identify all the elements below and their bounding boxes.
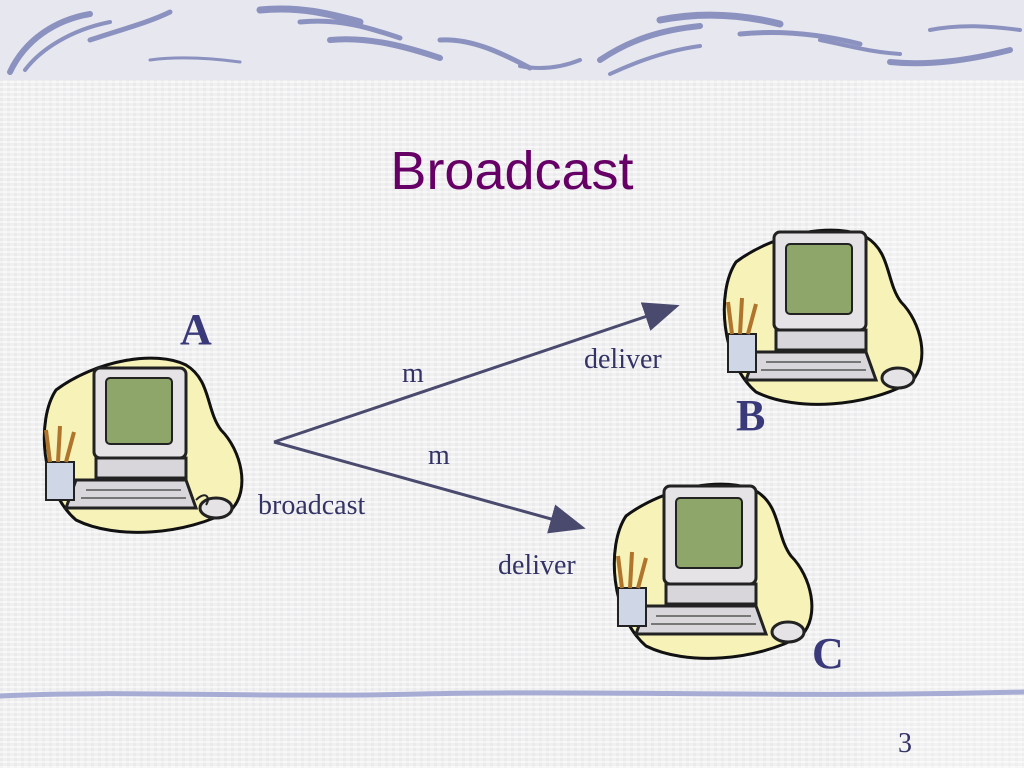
computer-a [36, 350, 246, 545]
slide-title: Broadcast [390, 141, 634, 201]
page-number: 3 [898, 728, 912, 759]
arrow-a-to-c [273, 440, 586, 534]
edge-label-m-top: m [402, 358, 424, 389]
computer-clipart-icon [612, 482, 814, 660]
computer-b [716, 222, 926, 417]
background-strip [862, 80, 1024, 768]
node-label-c: C [812, 629, 844, 678]
header-swirl-decoration [7, 5, 1022, 76]
node-label-b: B [736, 391, 766, 440]
computer-clipart-icon [722, 228, 924, 406]
header-band [0, 0, 1024, 80]
arrow-a-to-b [273, 302, 680, 444]
edge-label-deliver-c: deliver [498, 550, 576, 581]
node-label-a: A [180, 305, 212, 354]
computer-c [606, 476, 816, 671]
edge-label-broadcast: broadcast [258, 490, 366, 521]
footer-divider [0, 689, 1024, 699]
computer-clipart-icon [42, 356, 244, 534]
edge-label-deliver-b: deliver [584, 344, 662, 375]
edge-label-m-bottom: m [428, 440, 450, 471]
